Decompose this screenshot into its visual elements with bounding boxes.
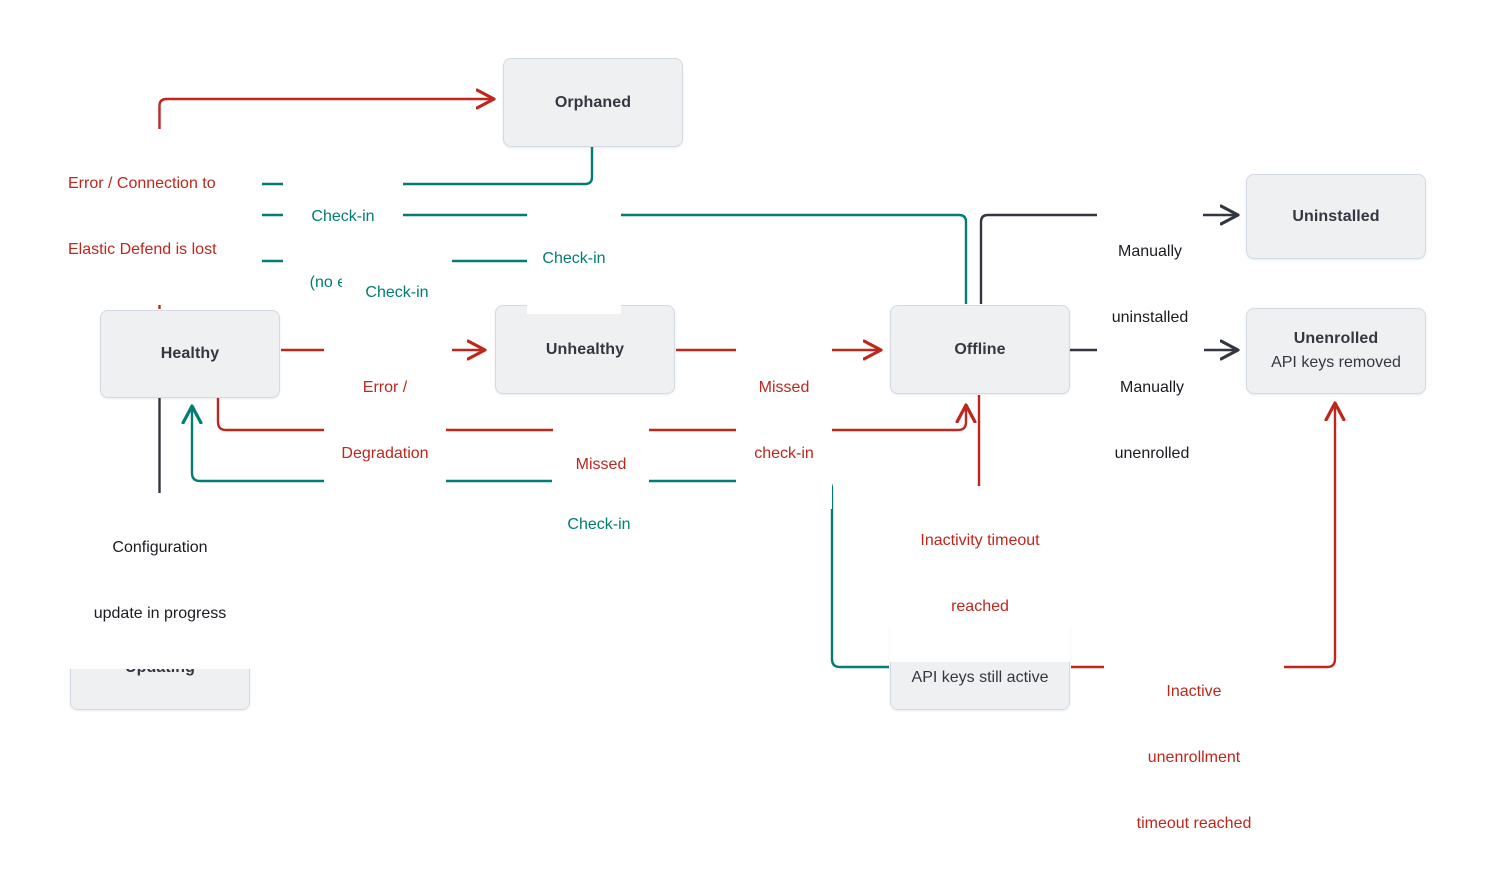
- node-offline-title: Offline: [954, 340, 1006, 358]
- edge-label-inactive-to-unenrolled-line1: Inactive: [1166, 683, 1222, 700]
- edge-label-unhealthy-to-offline-line2: check-in: [754, 445, 814, 462]
- edge-label-healthy-to-updating-line1: Configuration: [112, 539, 208, 556]
- node-orphaned-title: Orphaned: [554, 93, 632, 111]
- edge-label-healthy-to-updating-line2: update in progress: [93, 605, 227, 622]
- edge-healthy-to-orphaned: [158, 99, 495, 309]
- edge-label-healthy-to-orphaned-line1: Error / Connection to: [68, 175, 216, 192]
- node-unenrolled[interactable]: Unenrolled API keys removed: [1246, 308, 1426, 394]
- node-orphaned[interactable]: Orphaned: [503, 58, 683, 147]
- edge-label-offline-to-healthy: Check-in: [527, 204, 621, 314]
- node-offline[interactable]: Offline: [890, 305, 1070, 394]
- edge-label-healthy-to-unhealthy-line2: Degradation: [341, 445, 429, 462]
- edge-label-healthy-to-orphaned: Error / Connection to Elastic Defend is …: [62, 129, 262, 305]
- edge-label-inactive-to-unenrolled: Inactive unenrollment timeout reached: [1104, 637, 1284, 879]
- node-uninstalled-title: Uninstalled: [1292, 207, 1380, 225]
- edge-label-inactive-to-unenrolled-line3: timeout reached: [1136, 815, 1252, 832]
- edge-label-offline-to-unenrolled-line1: Manually: [1119, 379, 1185, 396]
- edge-label-unhealthy-to-offline: Missed check-in: [736, 333, 832, 509]
- node-unhealthy-title: Unhealthy: [545, 340, 625, 358]
- edge-label-offline-to-uninstalled-line2: uninstalled: [1111, 309, 1189, 326]
- edge-label-inactive-to-healthy-line1: Check-in: [567, 516, 631, 533]
- edge-label-unhealthy-to-offline-line1: Missed: [758, 379, 810, 396]
- edge-label-offline-to-unenrolled: Manually unenrolled: [1100, 333, 1204, 509]
- edge-label-inactive-to-unenrolled-line2: unenrollment: [1147, 749, 1241, 766]
- node-unenrolled-title: Unenrolled: [1293, 329, 1379, 347]
- edge-label-offline-to-uninstalled-line1: Manually: [1117, 243, 1183, 260]
- node-healthy-title: Healthy: [160, 345, 220, 362]
- edge-label-orphaned-to-healthy-line1: Check-in: [311, 208, 375, 225]
- edge-label-healthy-to-offline-line1: Missed: [575, 456, 627, 473]
- edge-label-unhealthy-to-healthy-line1: Check-in: [365, 284, 429, 301]
- edge-label-offline-to-inactive-line2: reached: [951, 598, 1009, 615]
- edge-label-healthy-to-unhealthy-line1: Error /: [362, 379, 408, 396]
- edge-inactive-to-unenrolled: [1071, 403, 1335, 669]
- edge-label-inactive-to-healthy: Check-in: [552, 470, 646, 580]
- edge-label-healthy-to-updating: Configuration update in progress: [66, 493, 254, 669]
- state-diagram-canvas: Orphaned Healthy Unhealthy Offline Unins…: [62, 58, 1426, 832]
- node-unenrolled-subtitle: API keys removed: [1271, 353, 1401, 371]
- node-healthy[interactable]: Healthy: [100, 310, 280, 398]
- edge-label-offline-to-unenrolled-line2: unenrolled: [1114, 445, 1190, 462]
- edge-label-healthy-to-orphaned-line2: Elastic Defend is lost: [68, 241, 217, 258]
- edge-label-offline-to-inactive: Inactivity timeout reached: [890, 486, 1070, 662]
- node-inactive-subtitle: API keys still active: [911, 668, 1049, 686]
- edge-label-healthy-to-unhealthy: Error / Degradation: [324, 333, 446, 509]
- edge-label-offline-to-healthy-line1: Check-in: [542, 250, 606, 267]
- edge-offline-to-uninstalled: [979, 215, 1238, 304]
- edge-label-offline-to-inactive-line1: Inactivity timeout: [920, 532, 1040, 549]
- node-uninstalled[interactable]: Uninstalled: [1246, 174, 1426, 259]
- node-unhealthy[interactable]: Unhealthy: [495, 305, 675, 394]
